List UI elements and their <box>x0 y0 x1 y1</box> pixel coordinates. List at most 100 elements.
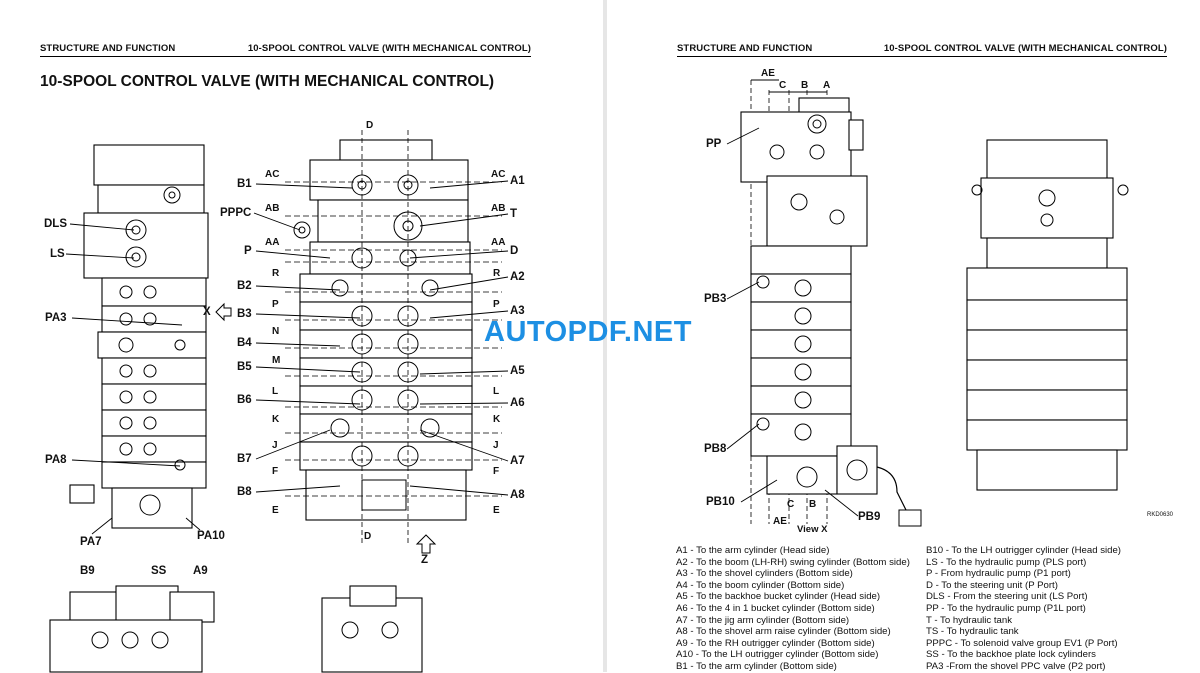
legend-item: PP - To the hydraulic pump (P1L port) <box>926 602 1086 614</box>
label-pb9: PB9 <box>858 511 881 523</box>
cut-ac-left: AC <box>265 169 280 180</box>
label-pb3: PB3 <box>704 293 727 305</box>
valve-side-view-drawing <box>69 144 209 529</box>
legend-item: DLS - From the steering unit (LS Port) <box>926 591 1088 603</box>
watermark: AUTOPDF.NET <box>484 316 692 348</box>
cut-p-right: P <box>493 299 500 310</box>
legend-item: A5 - To the backhoe bucket cylinder (Hea… <box>676 591 881 603</box>
label-b5: B5 <box>237 361 252 373</box>
label-a5: A5 <box>510 365 525 377</box>
label-d-top: D <box>366 120 374 131</box>
label-a3: A3 <box>510 305 525 317</box>
page-divider <box>603 0 607 672</box>
left-header-rule <box>40 56 531 57</box>
right-header-section: STRUCTURE AND FUNCTION <box>677 43 813 54</box>
cut-aa-left: AA <box>265 237 280 248</box>
dim-c-top: C <box>779 80 787 91</box>
label-b7: B7 <box>237 453 252 465</box>
valve-view-x-drawing <box>740 79 922 527</box>
dim-ae-top: AE <box>761 68 775 79</box>
right-header-title: 10-SPOOL CONTROL VALVE (WITH MECHANICAL … <box>883 43 1167 54</box>
label-x: X <box>203 306 211 318</box>
cut-e-right: E <box>493 505 500 516</box>
legend-item: A1 - To the arm cylinder (Head side) <box>676 545 830 556</box>
cut-l-left: L <box>272 386 279 397</box>
cut-j-left: J <box>272 440 278 451</box>
legend-item: D - To the steering unit (P Port) <box>926 579 1058 591</box>
legend-item: A3 - To the shovel cylinders (Bottom sid… <box>676 568 853 580</box>
legend-item: T - To hydraulic tank <box>926 614 1013 626</box>
cut-ab-left: AB <box>265 203 280 214</box>
legend-item: A8 - To the shovel arm raise cylinder (B… <box>676 626 891 638</box>
cut-l-right: L <box>493 386 500 397</box>
cut-ab-right: AB <box>491 203 506 214</box>
legend-item: PA3 -From the shovel PPC valve (P2 port) <box>926 660 1106 672</box>
label-pa7: PA7 <box>80 536 102 548</box>
label-pb10: PB10 <box>706 496 735 508</box>
dim-c-bottom: C <box>787 499 795 510</box>
legend-item: A7 - To the jig arm cylinder (Bottom sid… <box>676 614 850 626</box>
label-pp: PP <box>706 138 722 150</box>
view-x-leaders <box>726 127 859 517</box>
label-pppc: PPPC <box>220 207 252 219</box>
page-title: 10-SPOOL CONTROL VALVE (WITH MECHANICAL … <box>40 73 495 90</box>
valve-bottom-views <box>49 585 423 673</box>
right-page: STRUCTURE AND FUNCTION 10-SPOOL CONTROL … <box>607 0 1200 672</box>
legend-item: PPPC - To solenoid valve group EV1 (P Po… <box>926 637 1118 649</box>
label-d-bottom: D <box>364 531 372 542</box>
front-view-leaders <box>253 180 509 497</box>
cut-k-left: K <box>272 414 280 425</box>
label-p: P <box>244 245 252 257</box>
label-b4: B4 <box>237 337 252 349</box>
label-b1: B1 <box>237 178 252 190</box>
left-page: STRUCTURE AND FUNCTION 10-SPOOL CONTROL … <box>40 43 531 673</box>
label-pa8: PA8 <box>45 454 67 466</box>
dim-b-bottom: B <box>809 499 817 510</box>
cut-m-left: M <box>272 355 281 366</box>
label-a7: A7 <box>510 455 525 467</box>
cut-k-right: K <box>493 414 501 425</box>
label-pa10: PA10 <box>197 530 225 542</box>
label-a2: A2 <box>510 271 525 283</box>
valve-front-view-drawing <box>293 130 473 545</box>
legend-item: A2 - To the boom (LH-RH) swing cylinder … <box>676 556 910 568</box>
valve-rear-view-drawing <box>966 139 1129 491</box>
label-z: Z <box>421 554 429 566</box>
left-header-title: 10-SPOOL CONTROL VALVE (WITH MECHANICAL … <box>247 43 531 54</box>
label-ls: LS <box>50 248 65 260</box>
legend-left-column: A1 - To the arm cylinder (Head side) A2 … <box>676 545 910 673</box>
label-a8: A8 <box>510 489 525 501</box>
label-b9: B9 <box>80 565 95 577</box>
label-b6: B6 <box>237 394 252 406</box>
legend-item: SS - To the backhoe plate lock cylinders <box>926 649 1096 661</box>
dim-a-top: A <box>823 80 831 91</box>
legend-item: LS - To the hydraulic pump (PLS port) <box>926 556 1087 568</box>
legend-item: A4 - To the boom cylinder (Bottom side) <box>676 579 845 591</box>
side-view-leaders <box>65 223 201 535</box>
cut-r-left: R <box>272 268 280 279</box>
cut-aa-right: AA <box>491 237 506 248</box>
cut-r-right: R <box>493 268 501 279</box>
legend-item: A9 - To the RH outrigger cylinder (Botto… <box>676 637 875 649</box>
label-pb8: PB8 <box>704 443 727 455</box>
label-b2: B2 <box>237 280 252 292</box>
legend-right-column: B10 - To the LH outrigger cylinder (Head… <box>926 545 1121 673</box>
label-ss: SS <box>151 565 167 577</box>
label-a6: A6 <box>510 397 525 409</box>
legend-item: A6 - To the 4 in 1 bucket cylinder (Bott… <box>676 602 875 614</box>
legend-item: A10 - To the LH outrigger cylinder (Bott… <box>676 649 879 661</box>
legend-item: TS - To hydraulic tank <box>926 626 1019 638</box>
left-header-section: STRUCTURE AND FUNCTION <box>40 43 176 54</box>
label-b8: B8 <box>237 486 252 498</box>
cut-ac-right: AC <box>491 169 506 180</box>
view-x-arrow-icon <box>215 302 232 322</box>
cut-j-right: J <box>493 440 499 451</box>
legend-item: B10 - To the LH outrigger cylinder (Head… <box>926 545 1121 556</box>
dim-ae-bottom: AE <box>773 516 787 527</box>
figure-code: RKD0630 <box>1147 512 1174 518</box>
label-a9: A9 <box>193 565 208 577</box>
label-d: D <box>510 245 519 257</box>
cut-n-left: N <box>272 326 280 337</box>
label-pa3: PA3 <box>45 312 67 324</box>
view-z-arrow-icon <box>415 534 437 554</box>
